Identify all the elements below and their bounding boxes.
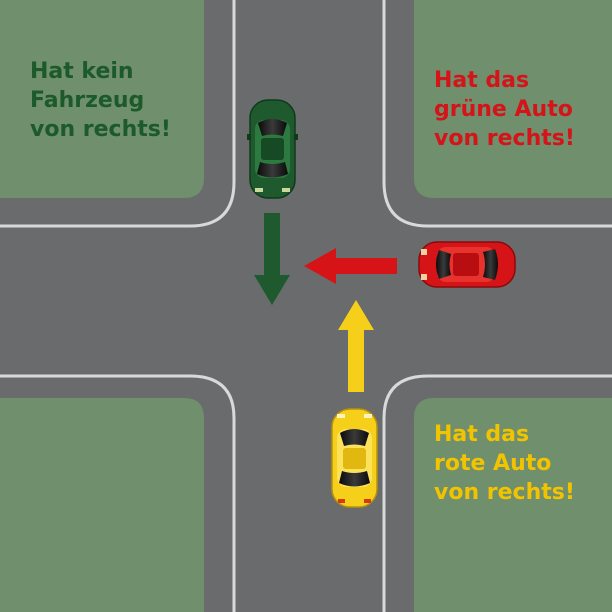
green-arrow-down [254, 213, 290, 305]
green-car [247, 99, 298, 199]
caption-line: von rechts! [434, 480, 575, 505]
curb-bottom-right [382, 374, 612, 612]
red-car-caption: Hat das grüne Auto von rechts! [434, 66, 575, 153]
grass-bottom-right [414, 398, 612, 612]
caption-line: grüne Auto [434, 97, 573, 122]
grass-bottom-left [0, 398, 204, 612]
green-car-caption: Hat kein Fahrzeug von rechts! [30, 57, 171, 144]
grass-top-left [0, 0, 204, 198]
curb-bottom-left [0, 374, 236, 612]
caption-line: Hat das [434, 68, 530, 93]
red-arrow-left [304, 248, 397, 284]
caption-line: rote Auto [434, 451, 552, 476]
yellow-arrow-up [338, 300, 374, 392]
caption-line: von rechts! [434, 126, 575, 151]
red-car [418, 241, 516, 288]
caption-line: Hat das [434, 422, 530, 447]
caption-line: Fahrzeug [30, 88, 145, 113]
grass-top-right [414, 0, 612, 198]
curb-top-left [0, 0, 236, 228]
yellow-car-caption: Hat das rote Auto von rechts! [434, 420, 575, 507]
caption-line: von rechts! [30, 117, 171, 142]
yellow-car [331, 408, 378, 508]
curb-top-right [382, 0, 612, 228]
caption-line: Hat kein [30, 59, 134, 84]
